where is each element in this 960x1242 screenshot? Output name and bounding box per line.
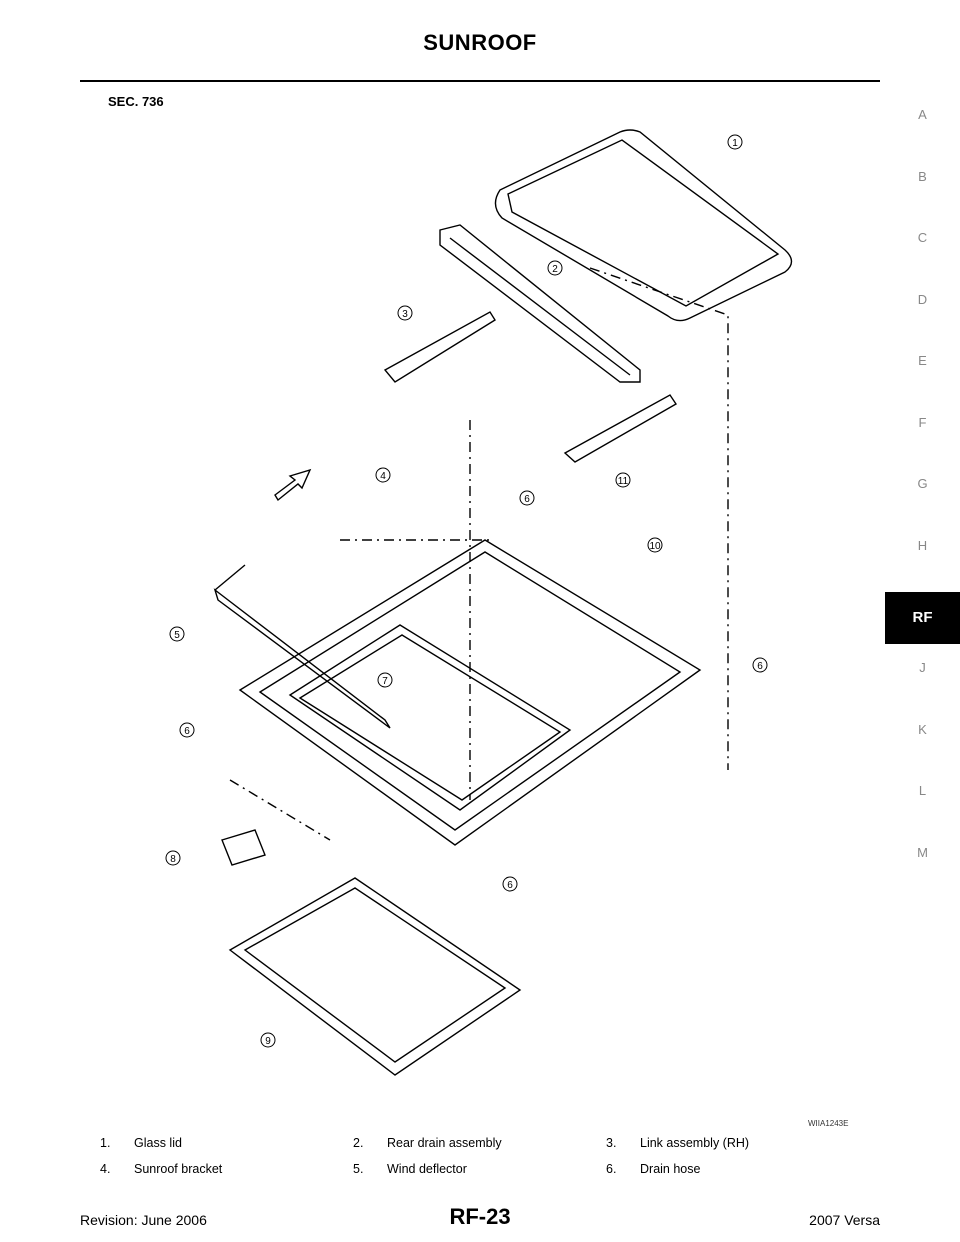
svg-text:3: 3 [402,309,408,320]
legend-item: 5. Wind deflector [353,1162,467,1176]
parts-legend: 1. Glass lid 2. Rear drain assembly 3. L… [100,1136,820,1176]
side-index-h[interactable]: H [917,537,928,553]
side-index-m[interactable]: M [917,844,928,860]
side-index-l[interactable]: L [918,783,927,798]
side-index-c[interactable]: C [917,230,928,245]
svg-text:7: 7 [382,676,388,687]
figure-code: WIIA1243E [808,1119,849,1128]
callout-6b: 6 [752,657,768,673]
rear-drain-assembly-part [439,224,641,383]
side-index-f[interactable]: F [918,414,927,430]
legend-item: 6. Drain hose [606,1162,701,1176]
svg-text:9: 9 [265,1036,271,1047]
legend-item: 2. Rear drain assembly [353,1136,502,1150]
svg-text:5: 5 [174,630,180,641]
link-assembly-rh-part [383,311,496,383]
side-index-rf[interactable]: RF [885,592,960,644]
legend-item: 4. Sunroof bracket [100,1162,223,1176]
side-index-e[interactable]: E [918,353,927,368]
callout-9: 9 [260,1032,276,1048]
legend-item: 3. Link assembly (RH) [606,1136,750,1150]
callout-6a: 6 [519,490,535,506]
revision-date: Revision: June 2006 [80,1212,207,1228]
svg-text:1: 1 [732,138,738,149]
glass-lid-part [494,129,793,322]
side-index-b[interactable]: B [918,168,927,184]
sunroof-frame-part [238,539,702,846]
front-arrow-icon [274,468,312,502]
svg-text:6: 6 [184,726,190,737]
legend-item: 1. Glass lid [100,1136,182,1150]
svg-text:6: 6 [507,880,513,891]
callout-5: 5 [169,626,185,642]
callout-11: 11 [615,472,631,488]
svg-text:2: 2 [552,264,558,275]
svg-text:10: 10 [649,541,661,552]
svg-text:4: 4 [380,471,386,482]
section-label: SEC. 736 [108,94,164,109]
page-title: SUNROOF [423,30,537,55]
motor-part [221,829,266,866]
page-number: RF-23 [449,1204,511,1229]
side-index-d[interactable]: D [917,291,928,307]
svg-text:6: 6 [757,661,763,672]
callout-3: 3 [397,305,413,321]
side-index-g[interactable]: G [917,476,928,491]
callout-10: 10 [647,537,663,553]
callout-1: 1 [727,134,743,150]
callout-6d: 6 [502,876,518,892]
side-index: A B C D E F G H RF J K L M [885,100,960,899]
side-index-j[interactable]: J [919,660,926,675]
svg-text:11: 11 [618,476,629,487]
svg-text:6: 6 [524,494,530,505]
callout-4: 4 [375,467,391,483]
wind-deflector-part [213,564,391,729]
svg-text:8: 8 [170,854,176,865]
sunshade-part [228,877,522,1076]
page-footer: Revision: June 2006 RF-23 2007 Versa [80,1204,880,1234]
callout-7: 7 [377,672,393,688]
link-assembly-lh-part [563,394,677,463]
side-index-k[interactable]: K [918,721,927,737]
callout-8: 8 [165,850,181,866]
sunroof-exploded-diagram: 1 2 3 4 5 6 6 6 6 7 8 9 10 11 [165,129,793,1076]
title-rule [80,80,880,82]
vehicle-model: 2007 Versa [809,1212,880,1228]
callout-6c: 6 [179,722,195,738]
callout-2: 2 [547,260,563,276]
side-index-a[interactable]: A [918,107,927,122]
